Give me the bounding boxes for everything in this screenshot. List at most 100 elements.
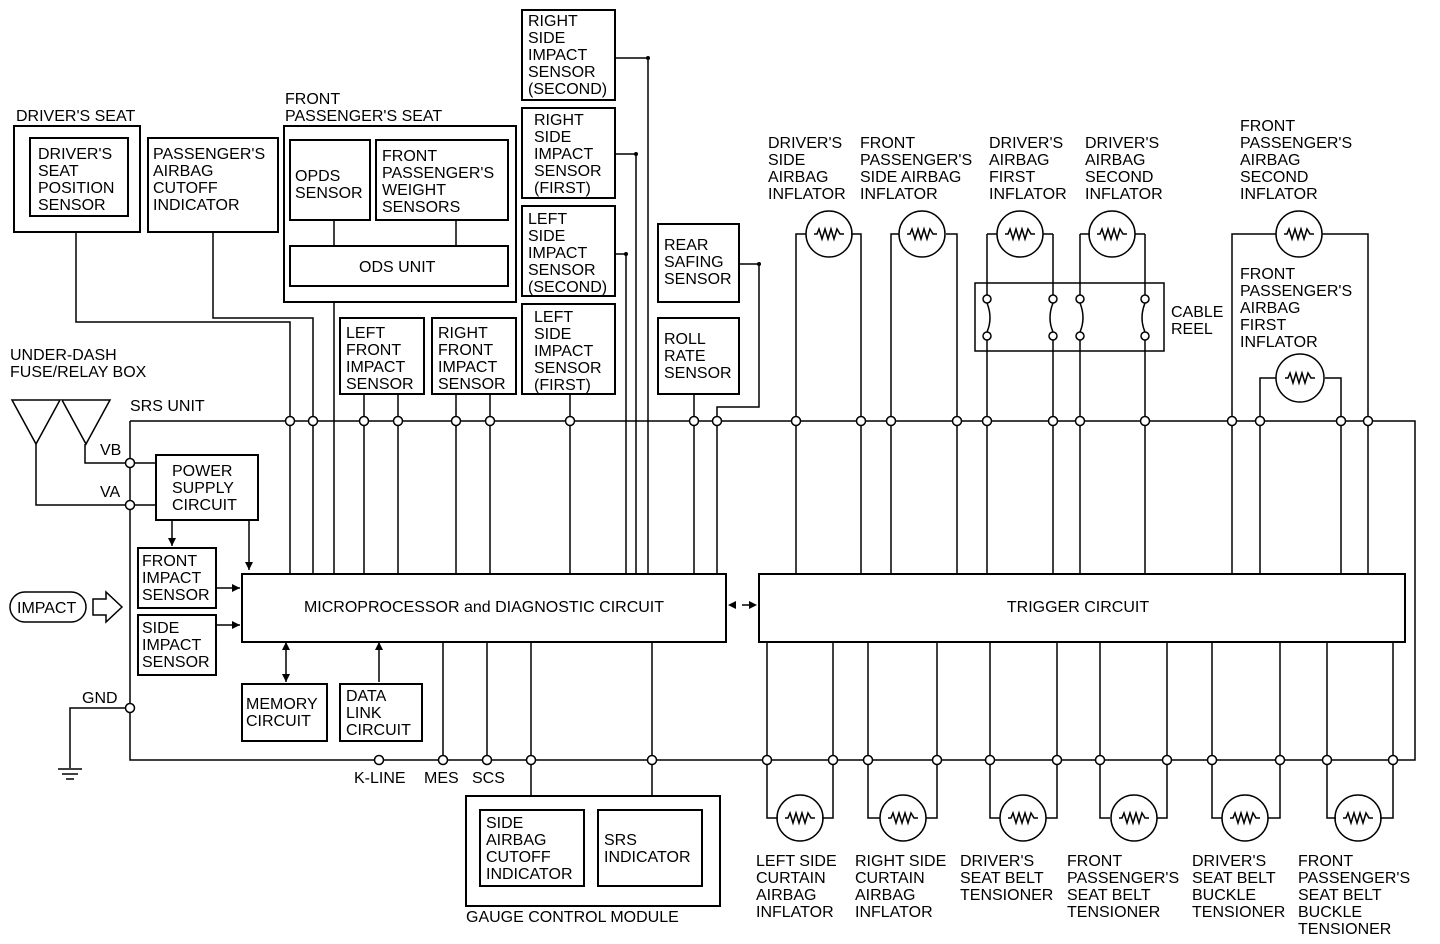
inflator-squib-icon: [1088, 210, 1136, 258]
svg-text:SIDE AIRBAG CUTOFF: SIDE AIRBAG CUTOFF INDICATOR: [486, 815, 573, 883]
svg-text:FRONT PASSENGER'S: FRONT PASSENGER'S SIDE AIRBAG INFLATOR: [860, 135, 977, 203]
trigger-circuit: TRIGGER CIRCUIT: [758, 573, 1406, 643]
inflator-squib-icon: [999, 794, 1047, 842]
svg-text:LEFT SIDE CURTAIN: LEFT SIDE CURTAIN AIRBAG INFLATOR: [756, 853, 841, 921]
ods-unit: [289, 245, 509, 287]
svg-text:PASSENGER'S AIRBAG: PASSENGER'S AIRBAG CUTOFF INDICATOR: [153, 146, 270, 214]
svg-text:RIGHT FRONT IMPACT: RIGHT FRONT IMPACT SENSOR: [438, 325, 506, 393]
front-passenger-seat-belt-buckle-tensioner: FRONT PASSENGER'S SEAT BELT BUCKLE TENSI…: [1298, 794, 1415, 938]
drivers-seat-position-sensor-text: DRIVER'S SEAT POSITION SENSOR: [38, 146, 119, 214]
svg-text:DRIVER'S AIRBAG FI: DRIVER'S AIRBAG FIRST INFLATOR: [989, 135, 1068, 203]
right-front-impact-sensor: RIGHT FRONT IMPACT SENSOR: [431, 317, 517, 395]
inflator-squib-icon: [1221, 794, 1269, 842]
svg-text:GAUGE CONTROL MODULE: GAUGE CONTROL MODULE: [466, 909, 679, 926]
svg-text:RIGHT SIDE IMPACT: RIGHT SIDE IMPACT SENSOR (FIRST): [534, 112, 606, 197]
srs-unit-label: SRS UNIT: [130, 398, 205, 415]
drivers-seat-group: DRIVER'S SEAT DRIVER'S SEAT POSITION SEN…: [13, 108, 141, 233]
arrow-down-icon: [282, 674, 290, 682]
rear-safing-sensor: REAR SAFING SENSOR: [657, 223, 740, 303]
opds-sensor: [289, 139, 371, 221]
svg-text:FRONT PASSENGER'S: FRONT PASSENGER'S SEAT BELT TENSIONER: [1067, 853, 1184, 921]
inflator-squib-icon: [805, 210, 853, 258]
inflator-squib-icon: [1275, 353, 1325, 403]
signal-arrows: [168, 538, 757, 682]
arrow-down-icon: [168, 538, 176, 546]
right-side-impact-sensor-second: RIGHT SIDE IMPACT SENSOR (SECOND): [521, 9, 616, 101]
front-passenger-weight-sensors: [375, 139, 509, 221]
mes-label: MES: [424, 770, 459, 787]
side-impact-sensor: SIDE IMPACT SENSOR: [137, 614, 217, 676]
svg-text:MEMORY CIRCUIT: MEMORY CIRCUIT: [246, 696, 322, 730]
connector-terminals: [124, 415, 1399, 766]
impact-arrow-icon: [92, 590, 124, 624]
arrow-right-icon: [232, 584, 240, 592]
drivers-side-airbag-inflator: DRIVER'S SIDE AIRBAG INFLATOR: [768, 135, 853, 258]
fuse-va-icon: [10, 399, 62, 446]
scs-label: SCS: [472, 770, 505, 787]
svg-text:RIGHT SIDE CURTAIN: RIGHT SIDE CURTAIN AIRBAG INFLATOR: [855, 853, 951, 921]
drivers-airbag-second-inflator: DRIVER'S AIRBAG SECOND INFLATOR: [1085, 135, 1163, 258]
left-front-impact-sensor: LEFT FRONT IMPACT SENSOR: [339, 317, 425, 395]
svg-text:DRIVER'S SEAT BELT: DRIVER'S SEAT BELT BUCKLE TENSIONER: [1192, 853, 1285, 921]
inflator-squib-icon: [879, 794, 927, 842]
fuse-vb-icon: [60, 399, 112, 446]
gnd-label: GND: [82, 690, 118, 707]
inflator-squib-icon: [1110, 794, 1158, 842]
svg-text:ODS UNIT: ODS UNIT: [359, 259, 436, 276]
arrow-down-icon: [245, 562, 253, 570]
arrow-up-icon: [375, 642, 383, 650]
svg-text:FRONT PASSENGER'S: FRONT PASSENGER'S SEAT BELT BUCKLE TENSI…: [1298, 853, 1415, 938]
drivers-seat-belt-tensioner: DRIVER'S SEAT BELT TENSIONER: [960, 794, 1053, 904]
left-side-impact-sensor-first: LEFT SIDE IMPACT SENSOR (FIRST): [521, 303, 616, 395]
va-label: VA: [100, 484, 120, 501]
svg-text:OPDS SENSOR: OPDS SENSOR: [295, 168, 363, 202]
svg-text:TRIGGER CIRCUIT: TRIGGER CIRCUIT: [1007, 599, 1149, 616]
svg-text:FRONT IMPACT SENSO: FRONT IMPACT SENSOR: [142, 553, 210, 604]
power-supply-circuit: POWER SUPPLY CIRCUIT: [155, 454, 259, 521]
svg-text:FRONT PASSENGER'S: FRONT PASSENGER'S AIRBAG SECOND INFLATOR: [1240, 118, 1357, 203]
svg-text:ROLL RATE SENSOR: ROLL RATE SENSOR: [664, 331, 732, 382]
front-passenger-airbag-first-inflator: FRONT PASSENGER'S AIRBAG FIRST INFLATOR: [1240, 266, 1357, 403]
impact-indicator: IMPACT: [9, 590, 124, 624]
svg-text:FRONT PASSENGER'S: FRONT PASSENGER'S AIRBAG FIRST INFLATOR: [1240, 266, 1357, 351]
k-line-label: K-LINE: [354, 770, 406, 787]
svg-text:UNDER-DASH FUSE/RELAY BO: UNDER-DASH FUSE/RELAY BOX: [10, 347, 147, 381]
drivers-airbag-first-inflator: DRIVER'S AIRBAG FIRST INFLATOR: [989, 135, 1068, 258]
front-passenger-airbag-second-inflator: FRONT PASSENGER'S AIRBAG SECOND INFLATOR: [1240, 118, 1357, 258]
data-link-circuit: DATA LINK CIRCUIT: [339, 683, 423, 742]
svg-text:REAR SAFING SENSOR: REAR SAFING SENSOR: [664, 237, 732, 288]
inflator-squib-icon: [996, 210, 1044, 258]
memory-circuit: MEMORY CIRCUIT: [241, 683, 328, 742]
right-side-curtain-airbag-inflator: RIGHT SIDE CURTAIN AIRBAG INFLATOR: [855, 794, 951, 921]
svg-text:DATA LINK CIRCUIT: DATA LINK CIRCUIT: [346, 688, 411, 739]
side-airbag-cutoff-indicator: [479, 809, 585, 887]
srs-indicator: [597, 809, 703, 887]
arrow-right-icon: [232, 621, 240, 629]
svg-text:RIGHT SIDE IMPACT: RIGHT SIDE IMPACT SENSOR (SECOND): [528, 13, 607, 98]
svg-text:IMPACT: IMPACT: [17, 600, 76, 617]
arrow-up-icon: [282, 642, 290, 650]
svg-text:LEFT FRONT IMPACT: LEFT FRONT IMPACT SENSOR: [346, 325, 414, 393]
arrow-right-icon: [749, 601, 757, 609]
inflator-squib-icon: [1334, 794, 1382, 842]
svg-text:POWER SUPPLY CIRCU: POWER SUPPLY CIRCUIT: [172, 463, 238, 514]
svg-text:FRONT PASSENGER'S SEAT: FRONT PASSENGER'S SEAT: [285, 91, 442, 125]
front-impact-sensor: FRONT IMPACT SENSOR: [137, 547, 217, 609]
front-passenger-seat-belt-tensioner: FRONT PASSENGER'S SEAT BELT TENSIONER: [1067, 794, 1184, 921]
inflator-squib-icon: [1275, 210, 1323, 258]
vb-label: VB: [100, 442, 121, 459]
front-passenger-side-airbag-inflator: FRONT PASSENGER'S SIDE AIRBAG INFLATOR: [860, 135, 977, 258]
roll-rate-sensor: ROLL RATE SENSOR: [657, 317, 740, 395]
inflator-squib-icon: [776, 794, 824, 842]
right-side-impact-sensor-first: RIGHT SIDE IMPACT SENSOR (FIRST): [521, 107, 616, 199]
svg-text:DRIVER'S SEAT BELT: DRIVER'S SEAT BELT TENSIONER: [960, 853, 1053, 904]
svg-text:SRS INDICATOR: SRS INDICATOR: [604, 832, 691, 866]
ground-icon: [58, 768, 82, 780]
svg-text:FRONT PASSENGER'S: FRONT PASSENGER'S WEIGHT SENSORS: [382, 148, 499, 216]
svg-text:LEFT SIDE IMPACT: LEFT SIDE IMPACT SENSOR (FIRST): [534, 309, 606, 394]
under-dash-fuse-relay-box: UNDER-DASH FUSE/RELAY BOX: [10, 347, 147, 446]
drivers-seat-belt-buckle-tensioner: DRIVER'S SEAT BELT BUCKLE TENSIONER: [1192, 794, 1285, 921]
front-passenger-seat-group: FRONT PASSENGER'S SEAT OPDS SENSOR FRONT…: [283, 91, 517, 303]
svg-text:SIDE IMPACT SENSOR: SIDE IMPACT SENSOR: [142, 620, 210, 671]
